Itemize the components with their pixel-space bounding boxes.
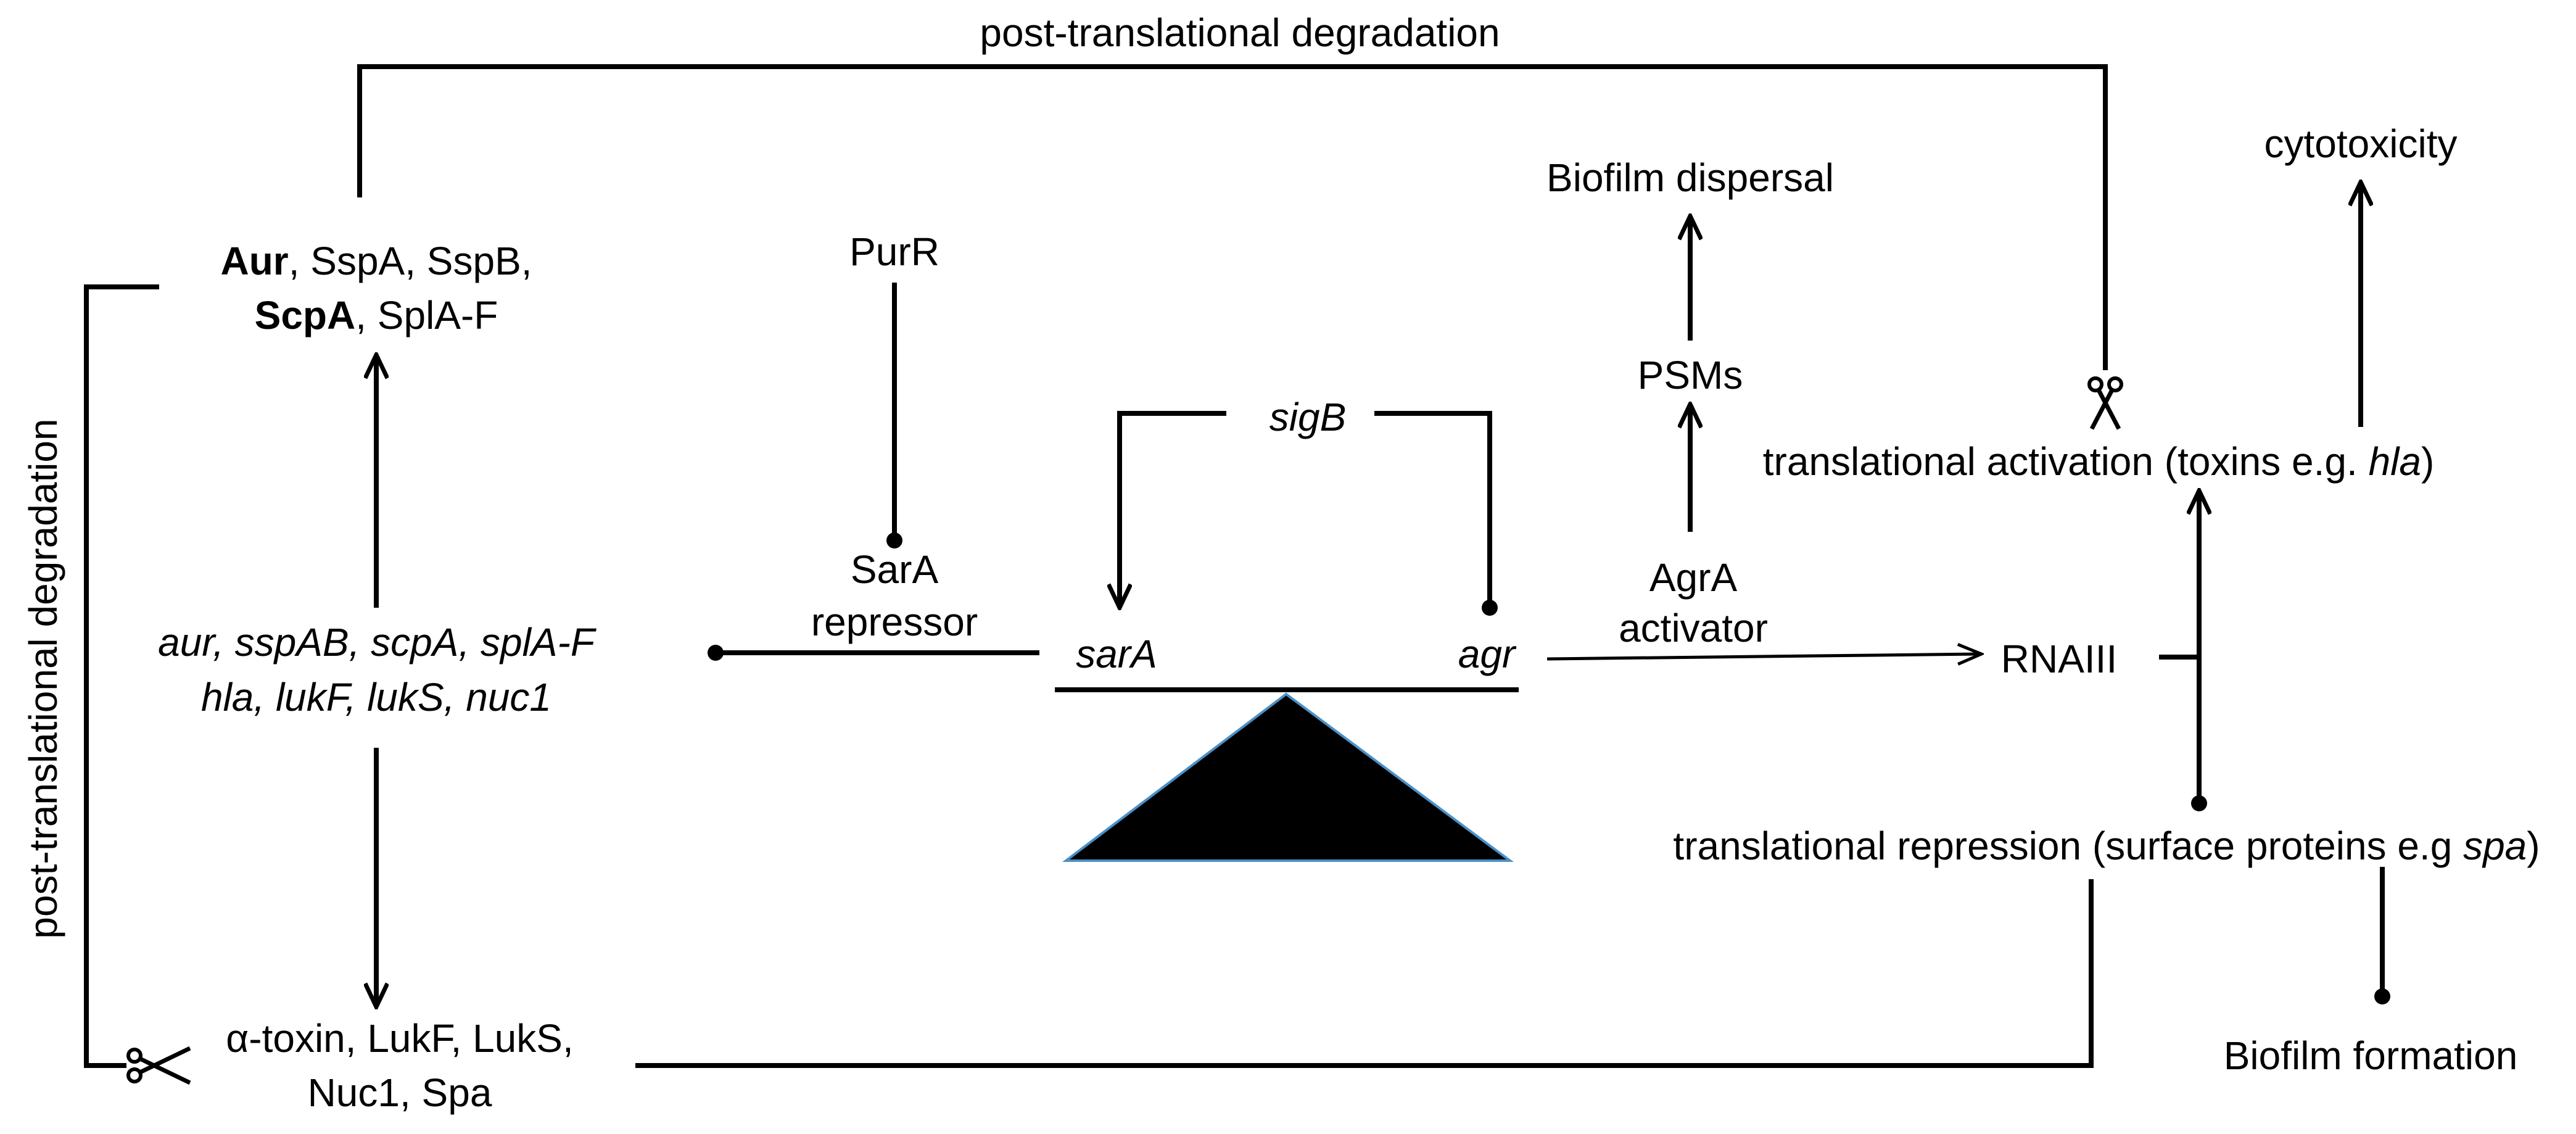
agrA-activator-line-1: AgrA (1649, 555, 1738, 600)
sarA-repressor-line-1: SarA (851, 547, 939, 592)
translational-activation-label: translational activation (toxins e.g. hl… (1763, 439, 2435, 484)
target-genes-line-1: aur, sspAB, scpA, splA-F (158, 620, 597, 664)
proteases-line-2: ScpA, SplA-F (255, 293, 498, 337)
scissors-icon-bottom (126, 1046, 191, 1085)
left-degradation-label: post-translational degradation (21, 418, 65, 938)
scissors-icon-top (2087, 376, 2123, 430)
psms-label: PSMs (1638, 353, 1743, 397)
translational-repression-label: translational repression (surface protei… (1673, 824, 2540, 868)
proteases-line-1: Aur, SspA, SspB, (220, 239, 532, 283)
toxins-to-repression-line (635, 879, 2094, 1068)
agrA-activator-line-2: activator (1619, 606, 1768, 650)
cytotoxicity-label: cytotoxicity (2264, 122, 2458, 166)
top-degradation-line (357, 64, 2108, 370)
sigB-agr-repression-end (1482, 600, 1498, 616)
target-genes-line-2: hla, lukF, lukS, nuc1 (201, 675, 551, 719)
sarA-label: sarA (1076, 632, 1157, 676)
sarA-repression-end (708, 645, 724, 661)
sigB-label: sigB (1269, 395, 1347, 439)
rnaiii-repression-end (2191, 795, 2207, 811)
agr-to-rnaiii-arrow (1546, 654, 1981, 659)
biofilm-formation-label: Biofilm formation (2224, 1033, 2518, 1078)
biofilm-dispersal-label: Biofilm dispersal (1546, 155, 1834, 200)
balance-fulcrum (1062, 692, 1514, 862)
agr-label: agr (1458, 632, 1517, 676)
biofilm-formation-repression-end (2374, 988, 2390, 1004)
sigB-to-sarA-arrow (1120, 411, 1226, 608)
sarA-repressor-line-2: repressor (811, 600, 978, 644)
toxins-line-2: Nuc1, Spa (308, 1070, 492, 1115)
top-degradation-label: post-translational degradation (980, 10, 1500, 55)
toxins-line-1: α-toxin, LukF, LukS, (226, 1016, 573, 1061)
purR-repression-end (886, 532, 902, 548)
purR-label: PurR (849, 230, 939, 274)
sigB-to-agr-line (1374, 411, 1492, 603)
left-degradation-line (84, 284, 159, 1068)
rnaiii-label: RNAIII (2001, 637, 2117, 681)
